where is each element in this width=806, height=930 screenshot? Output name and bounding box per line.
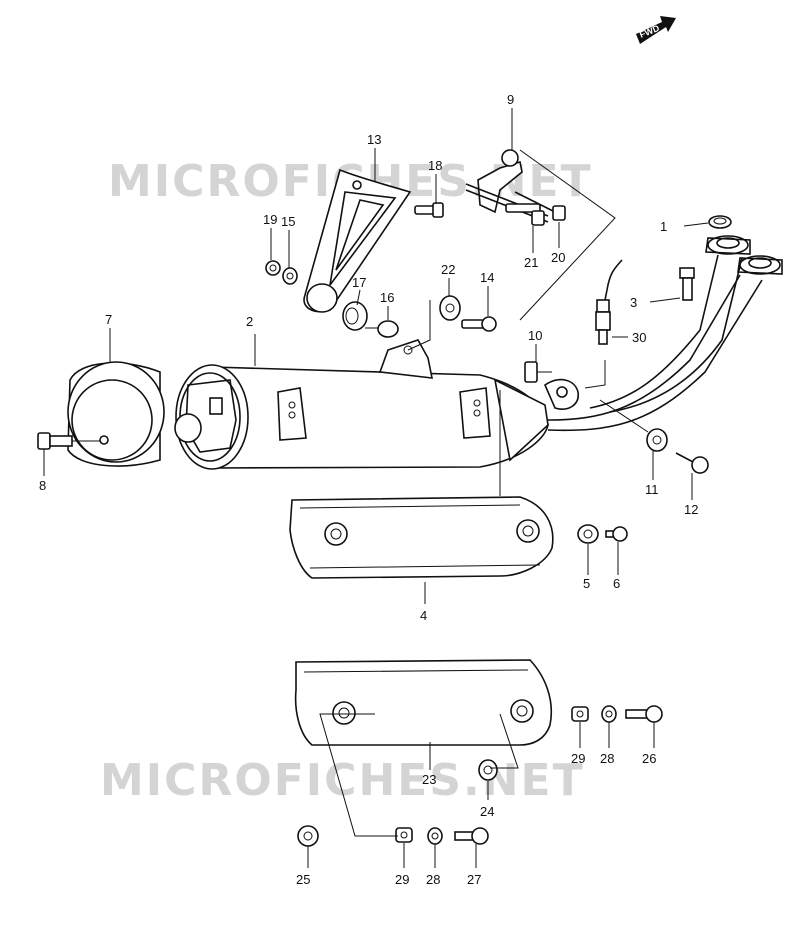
collar-17 [342,301,368,331]
bolt-14 [461,316,497,332]
washer-28-lower [427,827,443,845]
label-23: 23 [422,772,436,787]
label-18: 18 [428,158,442,173]
exhaust-pipe [543,235,783,432]
leader-lines [43,108,709,868]
bolt-27 [454,827,489,845]
label-28-upper: 28 [600,751,614,766]
label-5: 5 [583,576,590,591]
label-27: 27 [467,872,481,887]
bolt-16 [365,320,399,338]
label-26: 26 [642,751,656,766]
label-21: 21 [524,255,538,270]
label-20: 20 [551,250,565,265]
label-12: 12 [684,502,698,517]
washer-15 [282,267,298,285]
label-3: 3 [630,295,637,310]
watermark-bottom: MICROFICHES.NET [100,755,585,806]
label-28-lower: 28 [426,872,440,887]
label-25: 25 [296,872,310,887]
washer-22 [439,295,461,321]
collar-24 [478,759,498,781]
label-6: 6 [613,576,620,591]
grommet-5 [577,524,599,544]
heat-shield-4 [289,496,554,579]
nut-29-upper [571,706,589,722]
bolt-26 [625,705,663,723]
label-10: 10 [528,328,542,343]
bolt-8 [37,432,100,450]
bolt-21 [505,203,545,226]
label-11: 11 [645,482,659,497]
muffler [174,339,549,470]
bolt-20 [514,191,566,221]
label-22: 22 [441,262,455,277]
label-14: 14 [480,270,494,285]
label-2: 2 [246,314,253,329]
oxygen-sensor-30 [595,259,623,345]
label-15: 15 [281,214,295,229]
label-4: 4 [420,608,427,623]
muffler-end-cap [67,361,165,467]
fwd-arrow-icon: FWD [636,16,676,44]
bolt-6 [605,526,628,542]
collar-11 [646,428,668,452]
label-8: 8 [39,478,46,493]
nut-19 [265,260,281,276]
heat-shield-cover-23 [294,659,553,746]
label-17: 17 [352,275,366,290]
label-30: 30 [632,330,646,345]
bolt-12 [675,452,709,474]
bolt-18 [414,202,444,218]
label-19: 19 [263,212,277,227]
gasket-1 [708,215,732,229]
label-29-lower: 29 [395,872,409,887]
washer-28-upper [601,705,617,723]
label-1: 1 [660,219,667,234]
part-labels: 1 2 3 4 5 6 7 8 9 10 11 12 13 14 15 16 1… [39,92,698,887]
stud-10 [524,361,552,383]
nut-29-lower [395,827,413,843]
label-13: 13 [367,132,381,147]
label-29-upper: 29 [571,751,585,766]
label-9: 9 [507,92,514,107]
muffler-bracket [303,168,412,313]
label-7: 7 [105,312,112,327]
label-24: 24 [480,804,494,819]
label-16: 16 [380,290,394,305]
collar-25 [297,825,319,847]
stud-bolt-3 [679,267,695,301]
